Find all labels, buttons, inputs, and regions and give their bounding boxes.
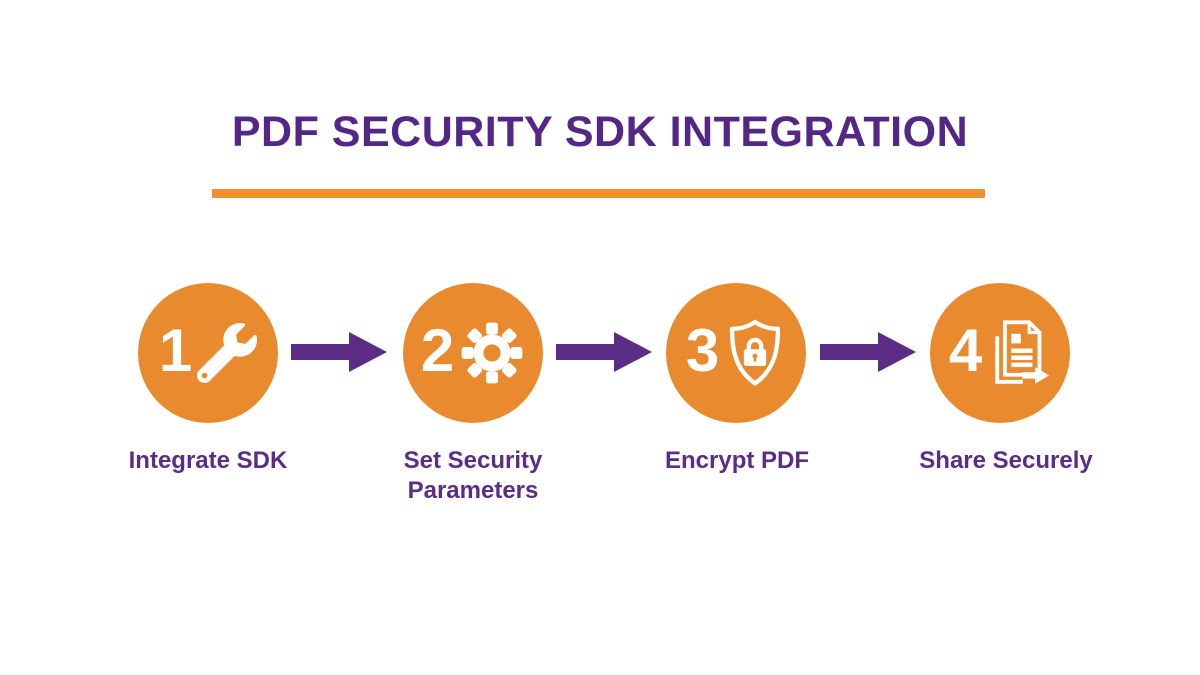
step-1-circle: 1 <box>138 283 278 423</box>
shield-lock-icon <box>724 318 786 388</box>
step-2-circle: 2 <box>403 283 543 423</box>
step-3-number: 3 <box>685 317 720 384</box>
step-4-number: 4 <box>948 317 983 384</box>
step-2-number: 2 <box>420 317 455 384</box>
step-1-label: Integrate SDK <box>128 447 288 474</box>
gear-icon <box>459 320 525 386</box>
step-2-label: Set Security Parameters <box>403 447 543 504</box>
flow-arrow-icon <box>291 329 387 375</box>
step-1-number: 1 <box>158 317 193 384</box>
step-4-label: Share Securely <box>919 447 1093 474</box>
step-3-circle: 3 <box>666 283 806 423</box>
document-share-icon <box>987 317 1051 389</box>
flow-arrow-icon <box>556 329 652 375</box>
title-underline-bar <box>212 189 985 198</box>
flow-arrow-icon <box>820 329 916 375</box>
step-3-label: Encrypt PDF <box>664 447 810 474</box>
step-4-circle: 4 <box>930 283 1070 423</box>
wrench-icon <box>197 323 258 383</box>
page-title: PDF SECURITY SDK INTEGRATION <box>231 108 969 156</box>
